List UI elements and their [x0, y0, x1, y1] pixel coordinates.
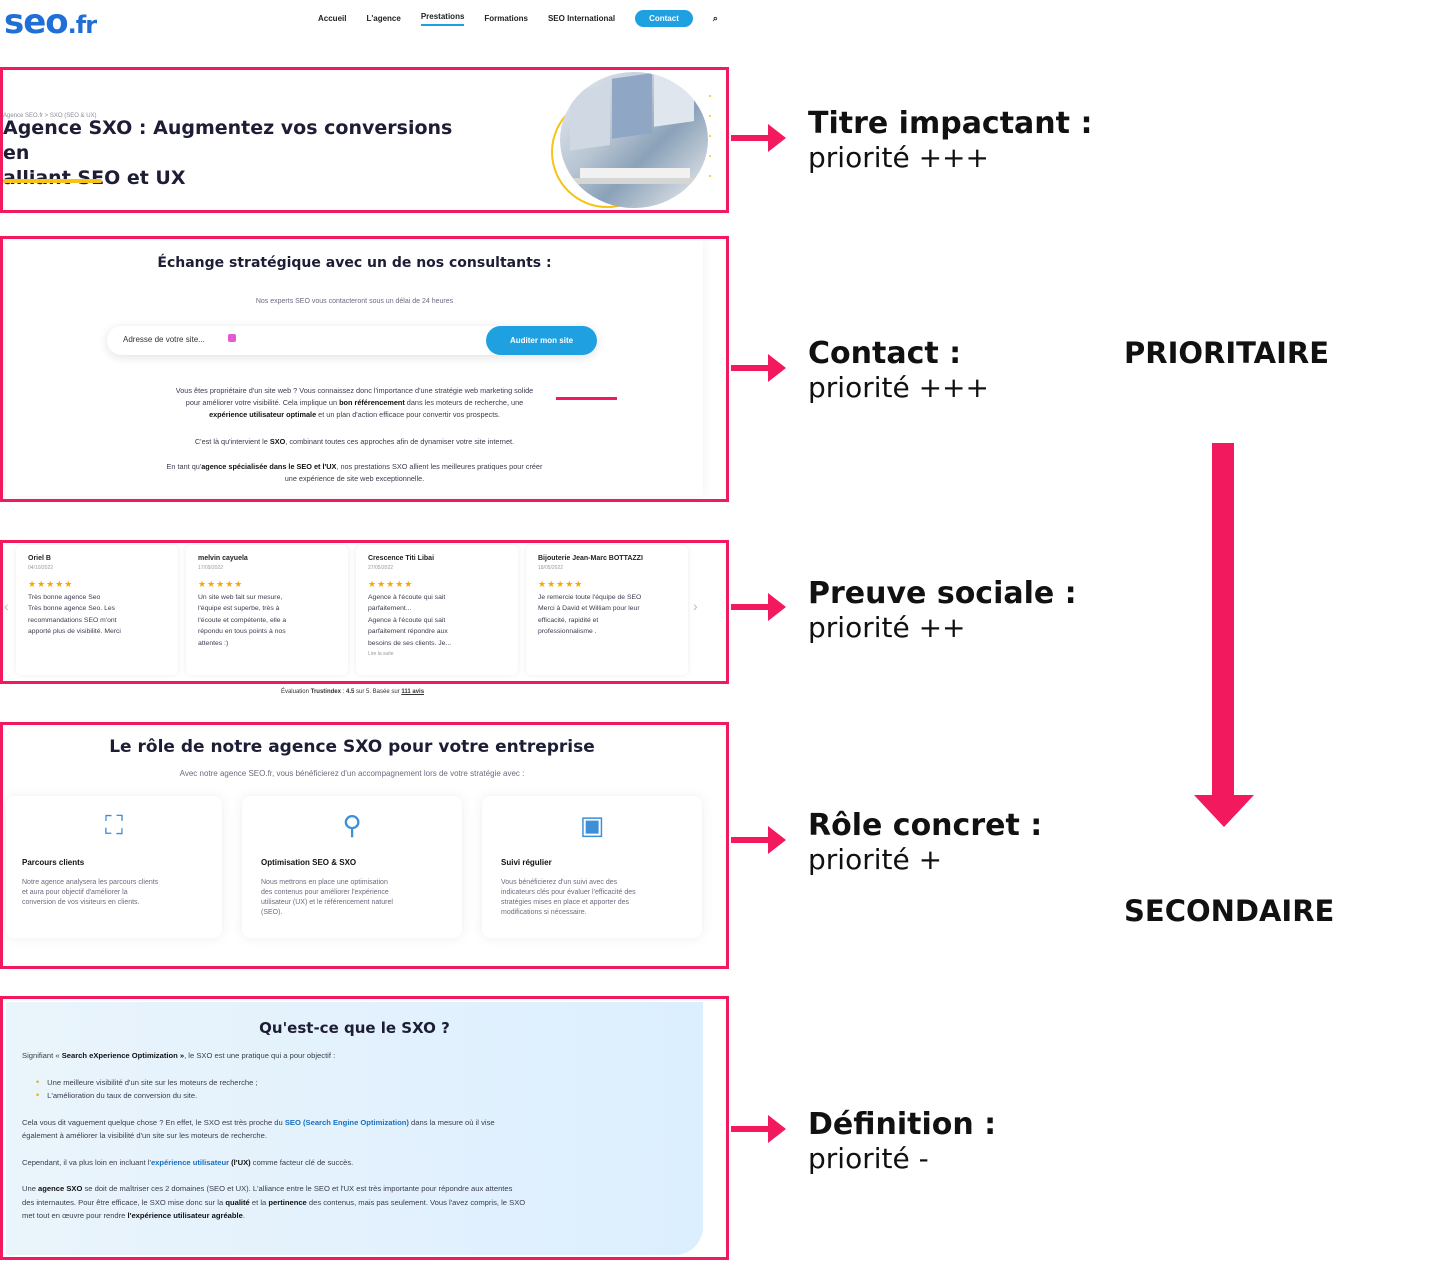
carousel-prev-icon[interactable]: ‹	[4, 598, 9, 614]
arrow-definition	[731, 1126, 771, 1132]
audit-site-button[interactable]: Auditer mon site	[486, 326, 597, 355]
rating-stars: ★★★★★	[538, 579, 584, 589]
rating-stars: ★★★★★	[28, 579, 74, 589]
site-url-placeholder: Adresse de votre site...	[123, 335, 205, 344]
seo-magnifier-icon: ⚲	[342, 810, 362, 840]
nav-item-seo-international[interactable]: SEO International	[547, 14, 616, 23]
definition-heading: Qu'est-ce que le SXO ?	[259, 1019, 450, 1037]
carousel-next-icon[interactable]: ›	[693, 598, 698, 614]
contact-panel	[6, 240, 703, 496]
input-extension-icon	[228, 334, 236, 342]
arrow-contact	[731, 365, 771, 371]
laptop-illustration	[570, 72, 700, 184]
label-prioritaire: PRIORITAIRE	[1124, 336, 1330, 370]
rating-stars: ★★★★★	[368, 579, 414, 589]
list-item: L'amélioration du taux de conversion du …	[22, 1089, 692, 1103]
trustindex-rating: Évaluation Trustindex : 4.5 sur 5. Basée…	[280, 689, 425, 695]
nav-item-agence[interactable]: L'agence	[366, 14, 401, 23]
arrow-titre	[731, 135, 771, 141]
seo-logo[interactable]: seo.fr	[4, 2, 97, 42]
search-icon[interactable]: ⌕	[712, 13, 718, 23]
list-item: Une meilleure visibilité d'un site sur l…	[22, 1076, 692, 1090]
title-underline	[3, 179, 102, 183]
journey-icon: ⛶	[104, 810, 124, 840]
breadcrumb[interactable]: Agence SEO.fr > SXO (SEO & UX)	[3, 113, 97, 119]
frame-titre	[0, 67, 729, 213]
definition-panel	[6, 1002, 703, 1255]
frame-preuve-sociale	[0, 540, 729, 684]
role-card-parcours: ⛶ Parcours clients Notre agence analyser…	[6, 796, 222, 938]
priority-arrow-shaft	[1212, 443, 1234, 797]
arrow-head-definition	[768, 1115, 786, 1143]
main-nav: Accueil L'agence Prestations Formations …	[318, 10, 718, 27]
contact-button[interactable]: Contact	[635, 10, 693, 27]
read-more-link[interactable]: Lire la suite	[368, 651, 394, 658]
review-card[interactable]: Bijouterie Jean-Marc BOTTAZZI 18/05/2022…	[526, 545, 688, 675]
highlight-underline	[556, 397, 617, 400]
hero-image	[560, 72, 708, 208]
ux-link[interactable]: expérience utilisateur	[150, 1157, 230, 1167]
arrow-role	[731, 837, 771, 843]
annotation-titre: Titre impactant : priorité +++	[808, 106, 1093, 174]
arrow-preuve	[731, 604, 771, 610]
review-card[interactable]: melvin cayuela 17/09/2022 ★★★★★ Un site …	[186, 545, 348, 675]
seo-link[interactable]: SEO (Search Engine Optimization)	[284, 1117, 409, 1127]
definition-body: Signifiant « Search eXperience Optimizat…	[22, 1049, 692, 1223]
page-title: Agence SXO : Augmentez vos conversions e…	[3, 117, 453, 189]
monitoring-icon: ▣	[579, 810, 605, 840]
arrow-head-contact	[768, 354, 786, 382]
nav-item-accueil[interactable]: Accueil	[318, 14, 347, 23]
priority-arrow-head	[1194, 795, 1254, 827]
contact-paragraph-3: En tant qu'agence spécialisée dans le SE…	[166, 462, 543, 483]
role-card-suivi: ▣ Suivi régulier Vous bénéficierez d'un …	[482, 796, 702, 938]
nav-item-prestations[interactable]: Prestations	[420, 12, 465, 26]
contact-heading: Échange stratégique avec un de nos consu…	[157, 255, 552, 271]
reviews-count-link[interactable]: 111 avis	[401, 689, 425, 695]
contact-paragraph-2: C'est là qu'intervient le SXO, combinant…	[194, 437, 515, 446]
arrow-head-role	[768, 826, 786, 854]
arrow-head-titre	[768, 124, 786, 152]
annotation-role: Rôle concret : priorité +	[808, 808, 1043, 876]
frame-contact	[0, 236, 729, 502]
contact-subheading: Nos experts SEO vous contacteront sous u…	[255, 298, 454, 305]
label-secondaire: SECONDAIRE	[1124, 894, 1335, 928]
annotation-definition: Définition : priorité -	[808, 1107, 997, 1175]
rating-stars: ★★★★★	[198, 579, 244, 589]
review-card[interactable]: Oriel B 04/10/2022 ★★★★★ Très bonne agen…	[16, 545, 178, 675]
dot-pattern	[708, 92, 712, 192]
role-card-optimisation: ⚲ Optimisation SEO & SXO Nous mettrons e…	[242, 796, 462, 938]
annotation-contact: Contact : priorité +++	[808, 336, 989, 404]
role-heading: Le rôle de notre agence SXO pour votre e…	[109, 737, 595, 757]
arrow-head-preuve	[768, 593, 786, 621]
frame-role	[0, 722, 729, 969]
frame-definition	[0, 996, 729, 1260]
annotation-preuve-sociale: Preuve sociale : priorité ++	[808, 576, 1077, 644]
logo-tld: .fr	[67, 11, 97, 39]
contact-paragraph-1: Vous êtes propriétaire d'un site web ? V…	[175, 386, 534, 419]
review-card[interactable]: Crescence Titi Libai 27/05/2022 ★★★★★ Ag…	[356, 545, 518, 675]
logo-text: seo	[4, 2, 69, 42]
nav-item-formations[interactable]: Formations	[484, 14, 528, 23]
role-subheading: Avec notre agence SEO.fr, vous bénéficie…	[179, 769, 525, 778]
